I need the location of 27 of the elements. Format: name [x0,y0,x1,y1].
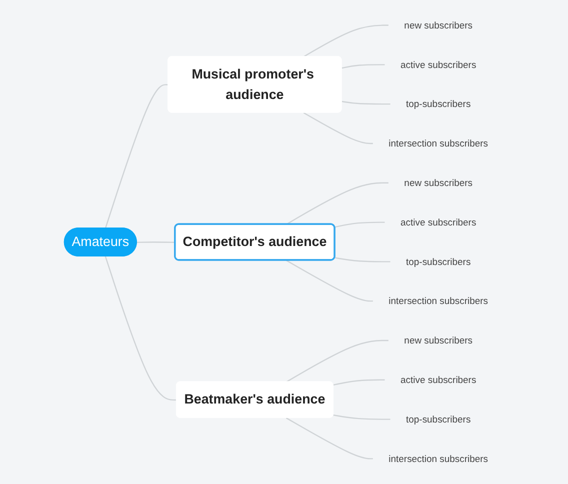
node-text: top-subscribers [406,414,471,425]
node-text: active subscribers [400,59,476,70]
connector [104,84,168,229]
connector [303,24,388,58]
connector [136,242,176,243]
node-text: new subscribers [404,334,472,346]
node-text: intersection subscribers [388,138,488,149]
node-text: new subscribers [404,177,472,188]
connector [303,112,373,144]
node-text: top-subscribers [406,256,471,268]
connector [342,64,385,69]
connector [333,379,385,386]
connector [104,256,177,401]
connector [334,222,385,228]
connector [333,414,390,420]
node-text: top-subscribers [406,98,471,110]
connector [286,182,388,225]
node-text: active subscribers [400,374,476,386]
connector [286,260,373,302]
node-text: active subscribers [400,216,476,228]
node-text: intersection subscribers [388,296,488,307]
connector [286,340,388,383]
connector [286,417,373,460]
connector [334,257,390,262]
node-text: intersection subscribers [388,453,488,464]
node-text: new subscribers [404,20,472,31]
connector [342,100,390,105]
